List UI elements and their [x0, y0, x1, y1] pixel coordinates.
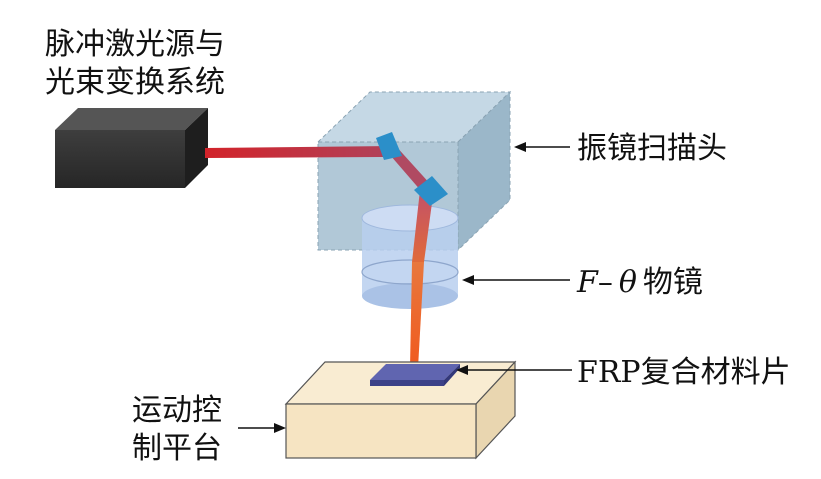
label-scan-head: 振镜扫描头	[577, 131, 727, 166]
label-lens-suffix: 物镜	[643, 265, 703, 300]
label-frp-latin: FRP	[577, 355, 641, 390]
label-frp-sheet: FRP复合材料片	[577, 355, 791, 390]
galvo-mirror-1	[376, 132, 402, 160]
label-frp-suffix: 复合材料片	[641, 355, 791, 390]
label-lens-dash: –	[598, 265, 613, 300]
galvo-mirror-2	[414, 176, 448, 206]
f-theta-lens	[361, 204, 459, 309]
arrow-frp-head	[456, 365, 468, 375]
label-laser-source-line2: 光束变换系统	[45, 65, 225, 100]
callout-arrows	[238, 142, 572, 433]
arrow-lens-head	[462, 275, 474, 285]
label-motion-stage-line1: 运动控	[132, 393, 222, 428]
label-laser-source-line1: 脉冲激光源与	[45, 27, 225, 62]
frp-sheet	[370, 364, 460, 386]
motion-stage	[284, 360, 517, 460]
arrow-scan-head-head	[514, 142, 526, 152]
label-lens-f: F	[576, 265, 599, 300]
laser-source-box	[55, 108, 208, 188]
label-motion-stage-line2: 制平台	[132, 431, 222, 466]
arrow-stage-head	[274, 423, 286, 433]
label-lens-theta: θ	[619, 265, 637, 300]
